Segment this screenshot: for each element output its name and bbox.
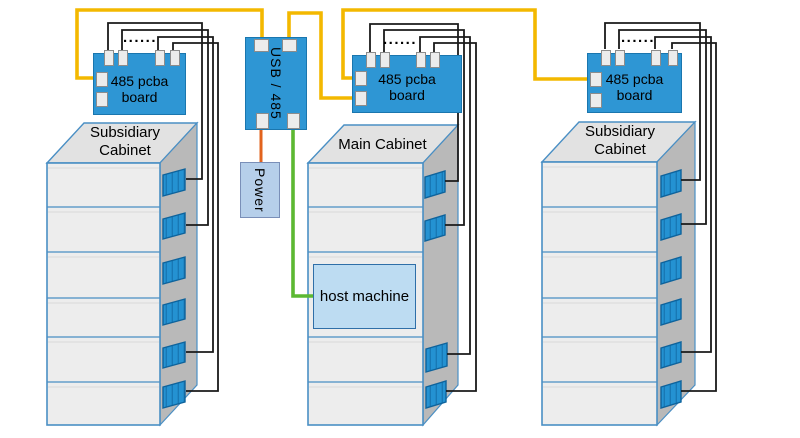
pcba-top-port [601,50,611,66]
main-cabinet-side-face [422,123,459,427]
signal-wire [157,36,214,353]
cabinet-module [162,256,186,285]
cabinet-module [425,380,447,409]
converter-top-port [254,39,269,52]
power-supply-box: Power [240,162,280,218]
pcba-top-port [668,50,678,66]
converter-bottom-port [256,113,269,129]
host-wire [291,129,314,298]
left-cabinet [45,121,199,427]
pcba-bus-port [355,71,367,86]
cabinet-module [162,168,186,197]
signal-wire [172,42,219,392]
cabinet-module [162,380,186,409]
host-machine-box: host machine [313,264,416,329]
ellipsis-dots: ...... [123,29,158,46]
signal-wires [107,22,717,392]
pcba-bus-port [590,72,602,87]
power-label: Power [252,167,268,213]
cabinet-module [425,342,448,373]
rs485-bus-wire [75,8,264,80]
rs485-bus-wires [75,8,589,100]
cabinet-module [424,214,446,242]
cabinet-module [162,341,186,369]
converter-bottom-port [287,113,300,129]
signal-wire [121,29,209,226]
cabinet-module [660,213,682,241]
ellipsis-dots: ...... [621,29,656,46]
usb485-converter: USB / 485 [245,37,307,130]
cabinet-module [424,170,446,199]
signal-wire [369,23,459,182]
signal-wire [433,42,477,392]
cabinet-module [162,212,186,240]
pcba-bus-port [96,92,108,107]
signal-wire [107,22,203,180]
pcba-top-port [430,52,440,68]
pcba-bus-port [355,91,367,106]
pcba-board-label: 485 pcba board [110,73,169,105]
pcba-top-port [380,52,390,68]
cabinet-module [660,169,682,198]
signal-wire [604,22,701,181]
cabinet-module [162,298,186,326]
host-machine-label: host machine [319,288,410,305]
pcba-top-port [615,50,625,66]
pcba-bus-port [590,93,602,108]
cabinet-module [660,256,682,285]
signal-wire [618,29,707,225]
right-pcba-board: 485 pcba board [587,50,682,113]
converter-label: USB / 485 [268,47,284,120]
middle-pcba-board: 485 pcba board [352,52,462,113]
cabinet-module [660,380,682,409]
right-cabinet [540,120,697,427]
pcba-board-label: 485 pcba board [378,71,436,103]
pcba-board-label: 485 pcba board [605,71,664,103]
pcba-bus-port [96,72,108,87]
ellipsis-dots: ...... [383,31,418,48]
left-cabinet-label: Subsidiary Cabinet [89,124,161,159]
left-pcba-board: 485 pcba board [93,50,186,115]
main-cabinet-label: Main Cabinet [338,136,427,153]
converter-top-port [282,39,297,52]
pcba-top-port [155,50,165,66]
pcba-top-port [416,52,426,68]
right-cabinet-label: Subsidiary Cabinet [584,123,656,158]
signal-wire [419,36,471,355]
rs485-bus-wire [341,8,589,81]
signal-wire [383,29,465,226]
cabinet-module [660,298,682,326]
left-cabinet-front-face [46,162,161,426]
pcba-top-port [366,52,376,68]
pcba-top-port [104,50,114,66]
pcba-top-port [118,50,128,66]
rs485-bus-wire [287,11,355,100]
pcba-top-port [651,50,661,66]
right-cabinet-front-face [541,161,658,426]
pcba-top-port [170,50,180,66]
cabinet-module [660,341,682,369]
signal-wire [671,42,717,392]
signal-wire [654,36,712,353]
